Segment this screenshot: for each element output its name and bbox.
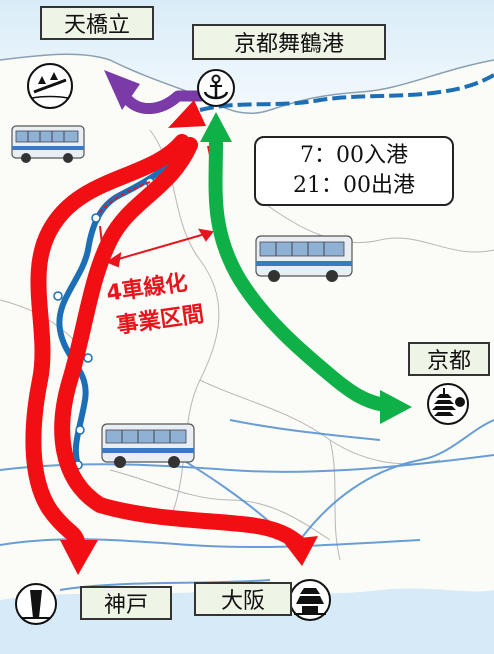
bus-icon <box>101 423 195 468</box>
anchor-icon <box>197 69 235 107</box>
pagoda-icon <box>427 383 469 425</box>
red-route-kobe <box>25 134 190 553</box>
purple-route <box>122 90 184 114</box>
kyoto-label: 京都 <box>408 342 490 376</box>
red-route-osaka <box>54 137 308 553</box>
departure-time: 21：00出港 <box>293 173 415 198</box>
osaka-label: 大阪 <box>194 582 292 616</box>
red-route-arrowhead-osaka <box>282 536 318 566</box>
green-route <box>208 135 392 412</box>
amanohashidate-label: 天橋立 <box>40 6 154 40</box>
amanohashidate-icon <box>27 63 73 109</box>
red-route-arrowhead-start <box>168 100 206 128</box>
bus-icon <box>11 125 85 163</box>
project-section-marker <box>99 181 151 213</box>
green-route-arrowhead-start <box>200 112 232 142</box>
purple-route-arrowhead <box>104 70 140 110</box>
bus-icon <box>255 235 353 282</box>
arrival-time: 7：00入港 <box>300 143 408 168</box>
kobe-label: 神戸 <box>80 586 172 620</box>
coastline-north <box>0 53 494 115</box>
green-route-arrowhead-end <box>380 390 412 424</box>
maizuru-port-label: 京都舞鶴港 <box>192 24 386 60</box>
castle-icon <box>289 579 331 621</box>
port-tower-icon <box>15 583 57 625</box>
expressway-line <box>56 138 189 466</box>
coastal-expressway <box>199 73 494 112</box>
red-route-arrowhead-kobe <box>60 540 98 575</box>
schedule-box: 7：00入港 21：00出港 <box>254 136 454 206</box>
